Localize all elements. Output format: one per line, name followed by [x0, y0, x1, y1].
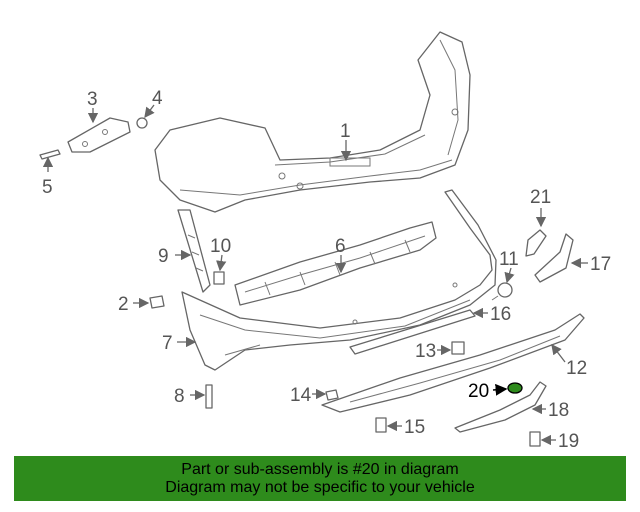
callouts: 1 2 3 4 5 6 7 8 9 10 11 12 13 14 15 16 1	[42, 88, 611, 452]
part-19-bolt	[529, 431, 541, 447]
callout-13: 13	[415, 341, 436, 362]
callout-20: 20	[468, 381, 489, 402]
callout-4: 4	[152, 88, 163, 109]
banner-line-2: Diagram may not be specific to your vehi…	[165, 479, 475, 496]
part-2-bolt	[149, 295, 165, 309]
parts-diagram: 1 2 3 4 5 6 7 8 9 10 11 12 13 14 15 16 1	[39, 31, 611, 452]
part-9-side-bracket	[177, 209, 211, 293]
callout-5: 5	[42, 177, 53, 198]
callout-7: 7	[162, 333, 173, 354]
callout-3: 3	[87, 89, 98, 110]
callout-21: 21	[530, 187, 551, 208]
callout-9: 9	[158, 246, 169, 267]
part-4-clip	[136, 117, 148, 129]
part-21-bracket	[525, 229, 547, 257]
callout-18: 18	[548, 400, 569, 421]
part-6-absorber	[234, 221, 437, 306]
part-10-clip	[213, 271, 225, 285]
part-1-upper-cover	[154, 31, 471, 213]
callout-6: 6	[335, 236, 346, 257]
part-14-clip	[325, 389, 339, 401]
callout-17: 17	[590, 254, 611, 275]
callout-15: 15	[404, 417, 425, 438]
callout-12: 12	[566, 358, 587, 379]
part-15-bolt	[375, 417, 387, 433]
callout-14: 14	[290, 385, 312, 406]
info-banner: Part or sub-assembly is #20 in diagram D…	[14, 456, 626, 501]
part-20-highlighted	[507, 382, 523, 394]
part-18-garnish	[454, 381, 547, 433]
part-8-pin	[205, 384, 213, 409]
part-5-screw	[39, 149, 61, 160]
callout-16: 16	[490, 304, 511, 325]
part-7-lower-fascia	[181, 189, 497, 371]
banner-line-1: Part or sub-assembly is #20 in diagram	[181, 461, 459, 478]
part-12-diffuser	[321, 313, 585, 413]
part-13-clip	[451, 341, 465, 355]
callout-8: 8	[174, 386, 185, 407]
part-3-bracket	[67, 117, 131, 153]
part-17-bracket	[534, 233, 574, 283]
callout-1: 1	[340, 121, 351, 142]
callout-19: 19	[558, 431, 579, 452]
callout-10: 10	[210, 236, 231, 257]
callout-2: 2	[118, 294, 129, 315]
callout-11: 11	[499, 249, 519, 270]
